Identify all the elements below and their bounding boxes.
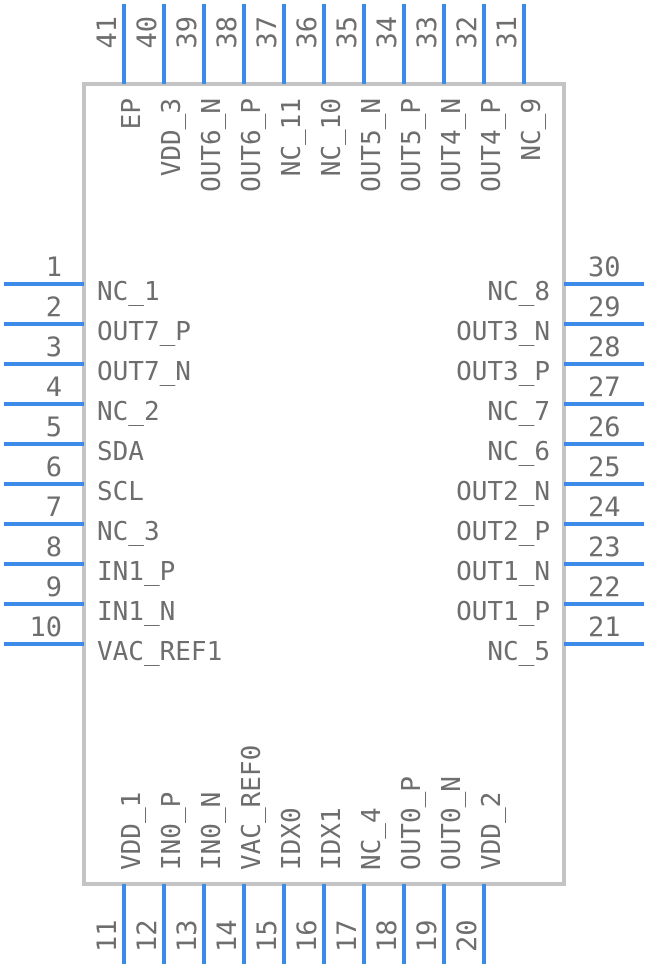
pin-40-name: VDD_3 <box>157 98 187 176</box>
pin-38-name: OUT6_P <box>237 98 267 192</box>
pin-28-name: OUT3_P <box>456 357 550 387</box>
pin-10-number: 10 <box>29 612 62 643</box>
pin-15-number: 15 <box>252 919 283 952</box>
pin-27-number: 27 <box>588 372 621 403</box>
pin-41-number: 41 <box>92 16 123 49</box>
pin-22-number: 22 <box>588 572 621 603</box>
pin-12-number: 12 <box>132 919 163 952</box>
pin-24-number: 24 <box>588 492 621 523</box>
pin-31-name: NC_9 <box>517 98 547 161</box>
pin-6-number: 6 <box>46 452 62 483</box>
pin-10-name: VAC_REF1 <box>97 637 222 667</box>
pin-41-name: EP <box>117 98 147 129</box>
pin-1-name: NC_1 <box>97 277 160 307</box>
pin-30-name: NC_8 <box>487 277 550 307</box>
pin-38-number: 38 <box>212 16 243 49</box>
pin-28-number: 28 <box>588 332 621 363</box>
pin-14-number: 14 <box>212 919 243 952</box>
pin-33-name: OUT4_N <box>437 98 467 192</box>
pin-13-number: 13 <box>172 919 203 952</box>
pin-15-name: IDX0 <box>277 807 307 870</box>
pin-11-number: 11 <box>92 919 123 952</box>
pin-35-number: 35 <box>332 16 363 49</box>
pin-20-number: 20 <box>452 919 483 952</box>
pin-2-number: 2 <box>46 292 62 323</box>
pin-40-number: 40 <box>132 16 163 49</box>
pin-39-number: 39 <box>172 16 203 49</box>
pin-23-name: OUT1_N <box>456 557 550 587</box>
pin-13-name: IN0_N <box>197 792 227 870</box>
pin-23-number: 23 <box>588 532 621 563</box>
pin-6-name: SCL <box>97 477 144 507</box>
pin-7-name: NC_3 <box>97 517 160 547</box>
pin-29-name: OUT3_N <box>456 317 550 347</box>
pin-25-name: OUT2_N <box>456 477 550 507</box>
pin-29-number: 29 <box>588 292 621 323</box>
pin-8-name: IN1_P <box>97 557 175 587</box>
pin-36-number: 36 <box>292 16 323 49</box>
pin-18-number: 18 <box>372 919 403 952</box>
pin-26-number: 26 <box>588 412 621 443</box>
pin-25-number: 25 <box>588 452 621 483</box>
pin-27-name: NC_7 <box>487 397 550 427</box>
pin-5-name: SDA <box>97 437 144 467</box>
pin-26-name: NC_6 <box>487 437 550 467</box>
pin-19-number: 19 <box>412 919 443 952</box>
pin-2-name: OUT7_P <box>97 317 191 347</box>
pin-16-name: IDX1 <box>317 807 347 870</box>
pin-20-name: VDD_2 <box>477 792 507 870</box>
pin-36-name: NC_10 <box>317 98 347 176</box>
pin-34-number: 34 <box>372 16 403 49</box>
pin-34-name: OUT5_P <box>397 98 427 192</box>
pin-19-name: OUT0_N <box>437 776 467 870</box>
pin-9-number: 9 <box>46 572 62 603</box>
pin-12-name: IN0_P <box>157 792 187 870</box>
pin-4-number: 4 <box>46 372 62 403</box>
pin-32-name: OUT4_P <box>477 98 507 192</box>
pin-21-number: 21 <box>588 612 621 643</box>
pin-7-number: 7 <box>46 492 62 523</box>
pin-14-name: VAC_REF0 <box>237 745 267 870</box>
pin-21-name: NC_5 <box>487 637 550 667</box>
pin-18-name: OUT0_P <box>397 776 427 870</box>
pin-22-name: OUT1_P <box>456 597 550 627</box>
pin-31-number: 31 <box>492 16 523 49</box>
pin-35-name: OUT5_N <box>357 98 387 192</box>
pin-37-name: NC_11 <box>277 98 307 176</box>
pin-17-name: NC_4 <box>357 807 387 870</box>
pin-17-number: 17 <box>332 919 363 952</box>
pin-5-number: 5 <box>46 412 62 443</box>
pin-16-number: 16 <box>292 919 323 952</box>
pin-4-name: NC_2 <box>97 397 160 427</box>
pin-1-number: 1 <box>46 252 62 283</box>
pin-3-name: OUT7_N <box>97 357 191 387</box>
pin-32-number: 32 <box>452 16 483 49</box>
pin-24-name: OUT2_P <box>456 517 550 547</box>
pin-3-number: 3 <box>46 332 62 363</box>
pin-37-number: 37 <box>252 16 283 49</box>
pin-11-name: VDD_1 <box>117 792 147 870</box>
pin-33-number: 33 <box>412 16 443 49</box>
pin-9-name: IN1_N <box>97 597 175 627</box>
pin-39-name: OUT6_N <box>197 98 227 192</box>
pin-8-number: 8 <box>46 532 62 563</box>
pin-30-number: 30 <box>588 252 621 283</box>
